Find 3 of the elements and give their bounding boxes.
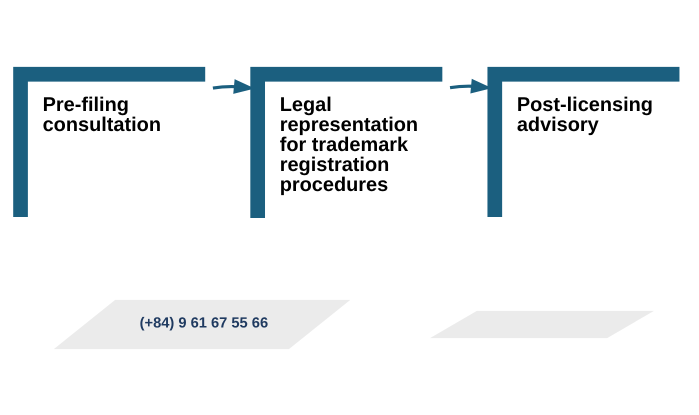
node-text: Legal representation for trademark registration procedures bbox=[279, 94, 418, 196]
node-text: Pre-filing consultation bbox=[42, 94, 161, 136]
node-text: Post-licensing advisory bbox=[516, 94, 652, 136]
